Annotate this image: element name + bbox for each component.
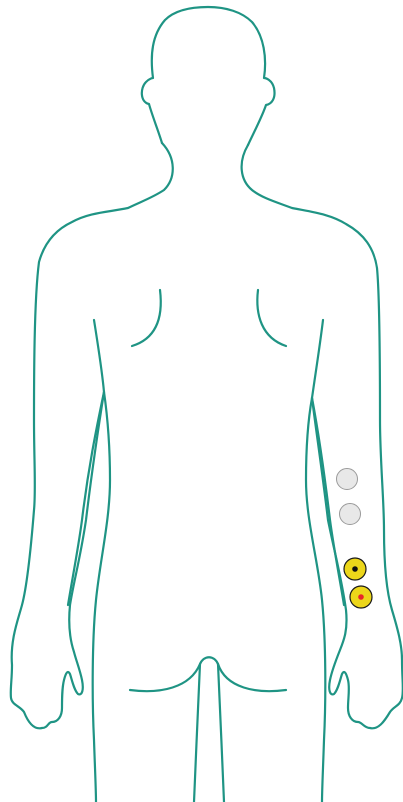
right-shoulder-blade-line	[257, 290, 286, 346]
left-shoulder-arm-outline	[11, 143, 173, 728]
leg-gap-line-left	[194, 664, 200, 802]
left-torso-outline	[93, 320, 110, 802]
right-torso-outline	[306, 320, 325, 802]
left-shoulder-blade-line	[132, 290, 161, 346]
right-shoulder-arm-outline	[242, 145, 403, 728]
map-marker-active[interactable]	[344, 558, 366, 580]
leg-gap-line-right	[218, 664, 224, 802]
map-marker-inactive[interactable]	[340, 504, 361, 525]
map-marker-inactive[interactable]	[337, 469, 358, 490]
left-buttock-line	[130, 657, 218, 691]
marker-dot	[352, 566, 358, 572]
marker-dot	[358, 594, 364, 600]
map-marker-active[interactable]	[350, 586, 372, 608]
head-outline	[142, 7, 275, 145]
right-forearm-inner-outline	[312, 398, 344, 605]
right-buttock-line	[218, 664, 286, 691]
body-outline	[11, 7, 403, 802]
